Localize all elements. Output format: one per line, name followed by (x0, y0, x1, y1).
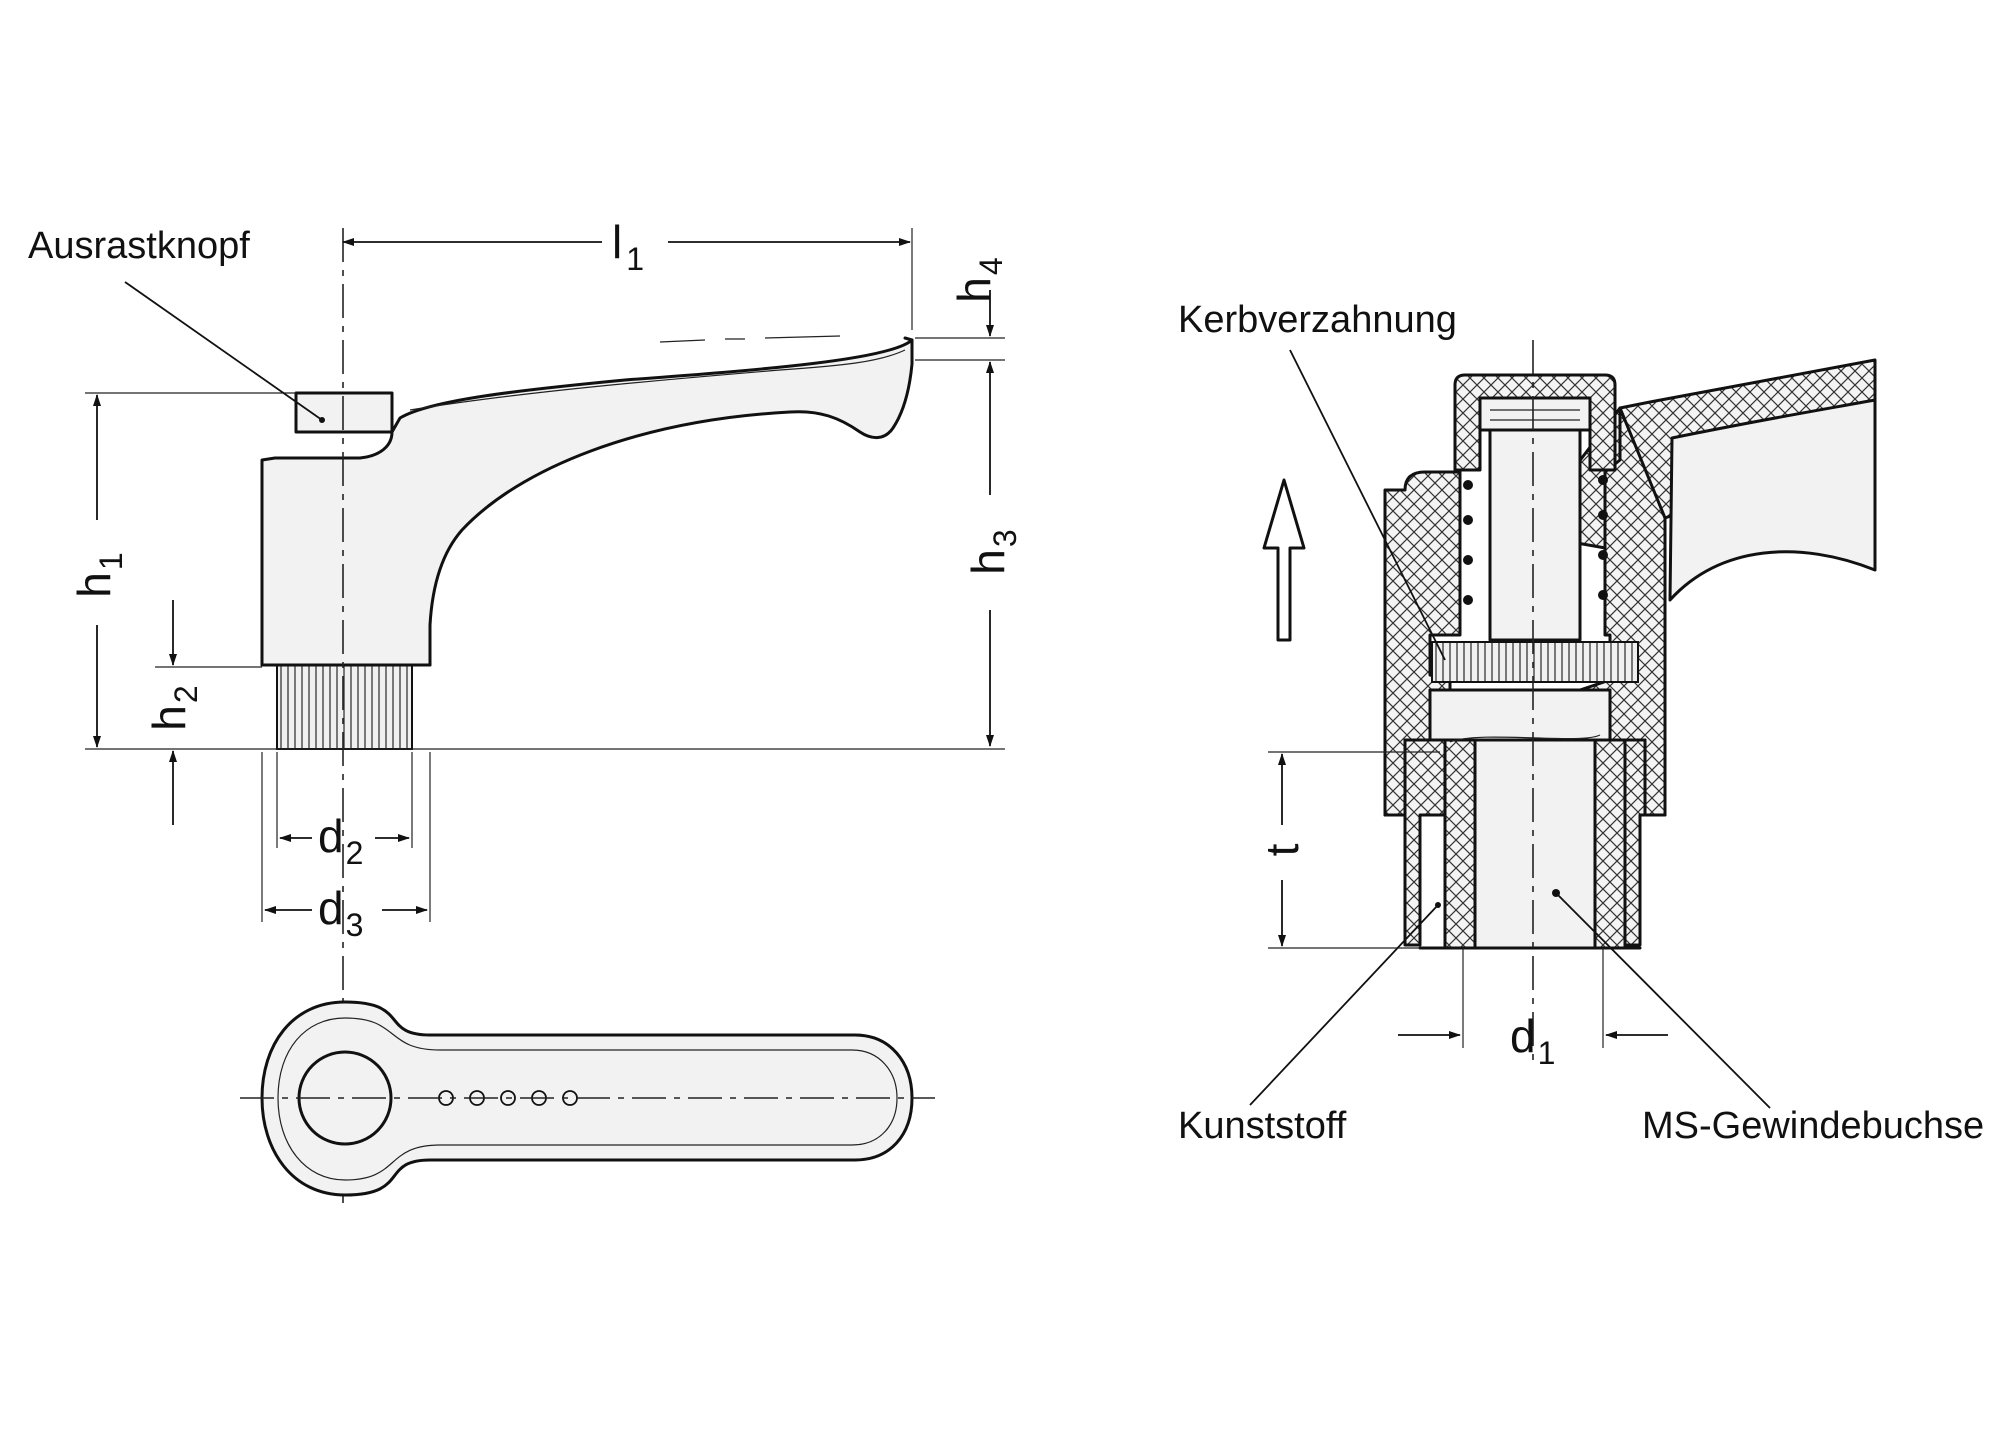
dim-h1: h1 (68, 394, 129, 748)
lever-top-view (240, 1000, 935, 1197)
lever-side-view (260, 335, 914, 750)
dim-h2: h2 (143, 600, 262, 825)
label-d2: d2 (318, 810, 363, 871)
knurled-bush (276, 664, 413, 750)
label-h3: h3 (962, 529, 1023, 574)
label-h4: h4 (948, 257, 1009, 302)
label-t: t (1256, 843, 1308, 856)
label-d3: d3 (318, 882, 363, 943)
serration-block (1431, 641, 1639, 683)
dim-d3: d3 (261, 752, 431, 943)
label-h1: h1 (68, 552, 129, 597)
dim-d1: d1 (1398, 948, 1668, 1071)
dim-h4: h4 (915, 257, 1009, 361)
lever-body (260, 338, 914, 667)
spring (1463, 475, 1608, 605)
direction-arrow (1262, 478, 1306, 642)
section-view (1383, 358, 1877, 950)
button-cap (1453, 373, 1617, 472)
label-brass-insert: MS-Gewindebuchse (1642, 1105, 1984, 1147)
brass-insert (1443, 738, 1477, 950)
label-plastic: Kunststoff (1178, 1105, 1347, 1147)
dim-d2: d2 (276, 752, 413, 871)
label-serration: Kerbverzahnung (1178, 299, 1457, 341)
label-h2: h2 (143, 685, 204, 730)
label-d1: d1 (1510, 1010, 1555, 1071)
dim-t: t (1256, 751, 1440, 949)
dim-h3: h3 (962, 361, 1023, 747)
label-release-button: Ausrastknopf (28, 225, 250, 267)
